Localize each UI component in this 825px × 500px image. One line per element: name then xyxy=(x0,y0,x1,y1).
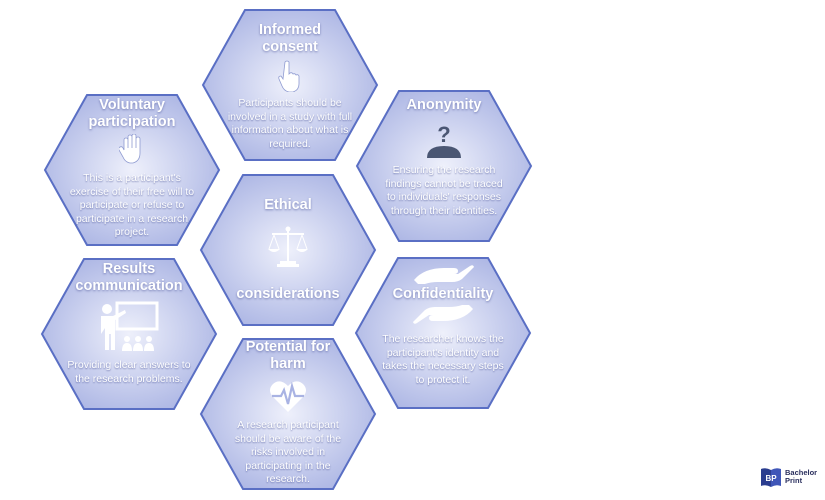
hex-voluntary-participation: Voluntary participation This is a partic… xyxy=(43,93,221,247)
hex-results-communication: Results communication Providing clear an… xyxy=(40,257,218,411)
hex-title: Informed consent xyxy=(258,22,322,55)
hex-description: This is a participant's exercise of thei… xyxy=(69,172,195,238)
svg-text:?: ? xyxy=(437,122,450,147)
hex-description: Ensuring the research findings cannot be… xyxy=(385,164,503,217)
logo-line1: Bachelor xyxy=(785,468,818,477)
logo-line2: Print xyxy=(785,476,803,485)
presentation-icon xyxy=(97,301,161,355)
hex-title: Anonymity xyxy=(406,97,482,113)
bachelorprint-logo: BP Bachelor Print xyxy=(760,466,817,488)
hexagon-shape xyxy=(355,90,533,242)
hex-description: Participants should be involved in a stu… xyxy=(227,97,353,150)
hexagon-shape xyxy=(43,94,221,246)
hexagon-shape xyxy=(199,338,377,490)
hex-title: Results communication xyxy=(75,261,183,294)
hex-description: A research participant should be aware o… xyxy=(234,419,342,485)
hex-description: Providing clear answers to the research … xyxy=(67,359,191,385)
book-logo-icon: BP xyxy=(761,468,781,487)
hex-title: Ethical xyxy=(264,197,312,213)
hex-potential-for-harm: Potential for harm A research participan… xyxy=(199,337,377,491)
giving-hands-icon xyxy=(411,305,475,329)
hex-title: Potential for harm xyxy=(245,339,331,372)
hexagon-shape xyxy=(40,258,218,410)
pointing-hand-icon xyxy=(277,59,303,93)
raised-hand-icon xyxy=(119,134,145,168)
giving-hand-top-icon xyxy=(412,262,474,284)
hex-title: Voluntary participation xyxy=(88,97,176,130)
balance-scale-icon xyxy=(266,224,310,270)
hex-description: The researcher knows the participant's i… xyxy=(382,333,504,386)
hexagon-shape xyxy=(354,257,532,409)
hex-title: Confidentiality xyxy=(392,286,494,302)
hex-confidentiality: Confidentiality The researcher knows the… xyxy=(354,256,532,410)
hex-title-continued: considerations xyxy=(236,286,340,302)
anonymous-person-icon: ? xyxy=(425,120,463,160)
heart-pulse-icon xyxy=(268,377,308,415)
hex-ethical-considerations: Ethical considerations xyxy=(199,173,377,327)
hex-informed-consent: Informed consent Participants should be … xyxy=(201,8,379,162)
svg-text:BP: BP xyxy=(765,474,777,483)
hex-anonymity: Anonymity ? Ensuring the research findin… xyxy=(355,89,533,243)
